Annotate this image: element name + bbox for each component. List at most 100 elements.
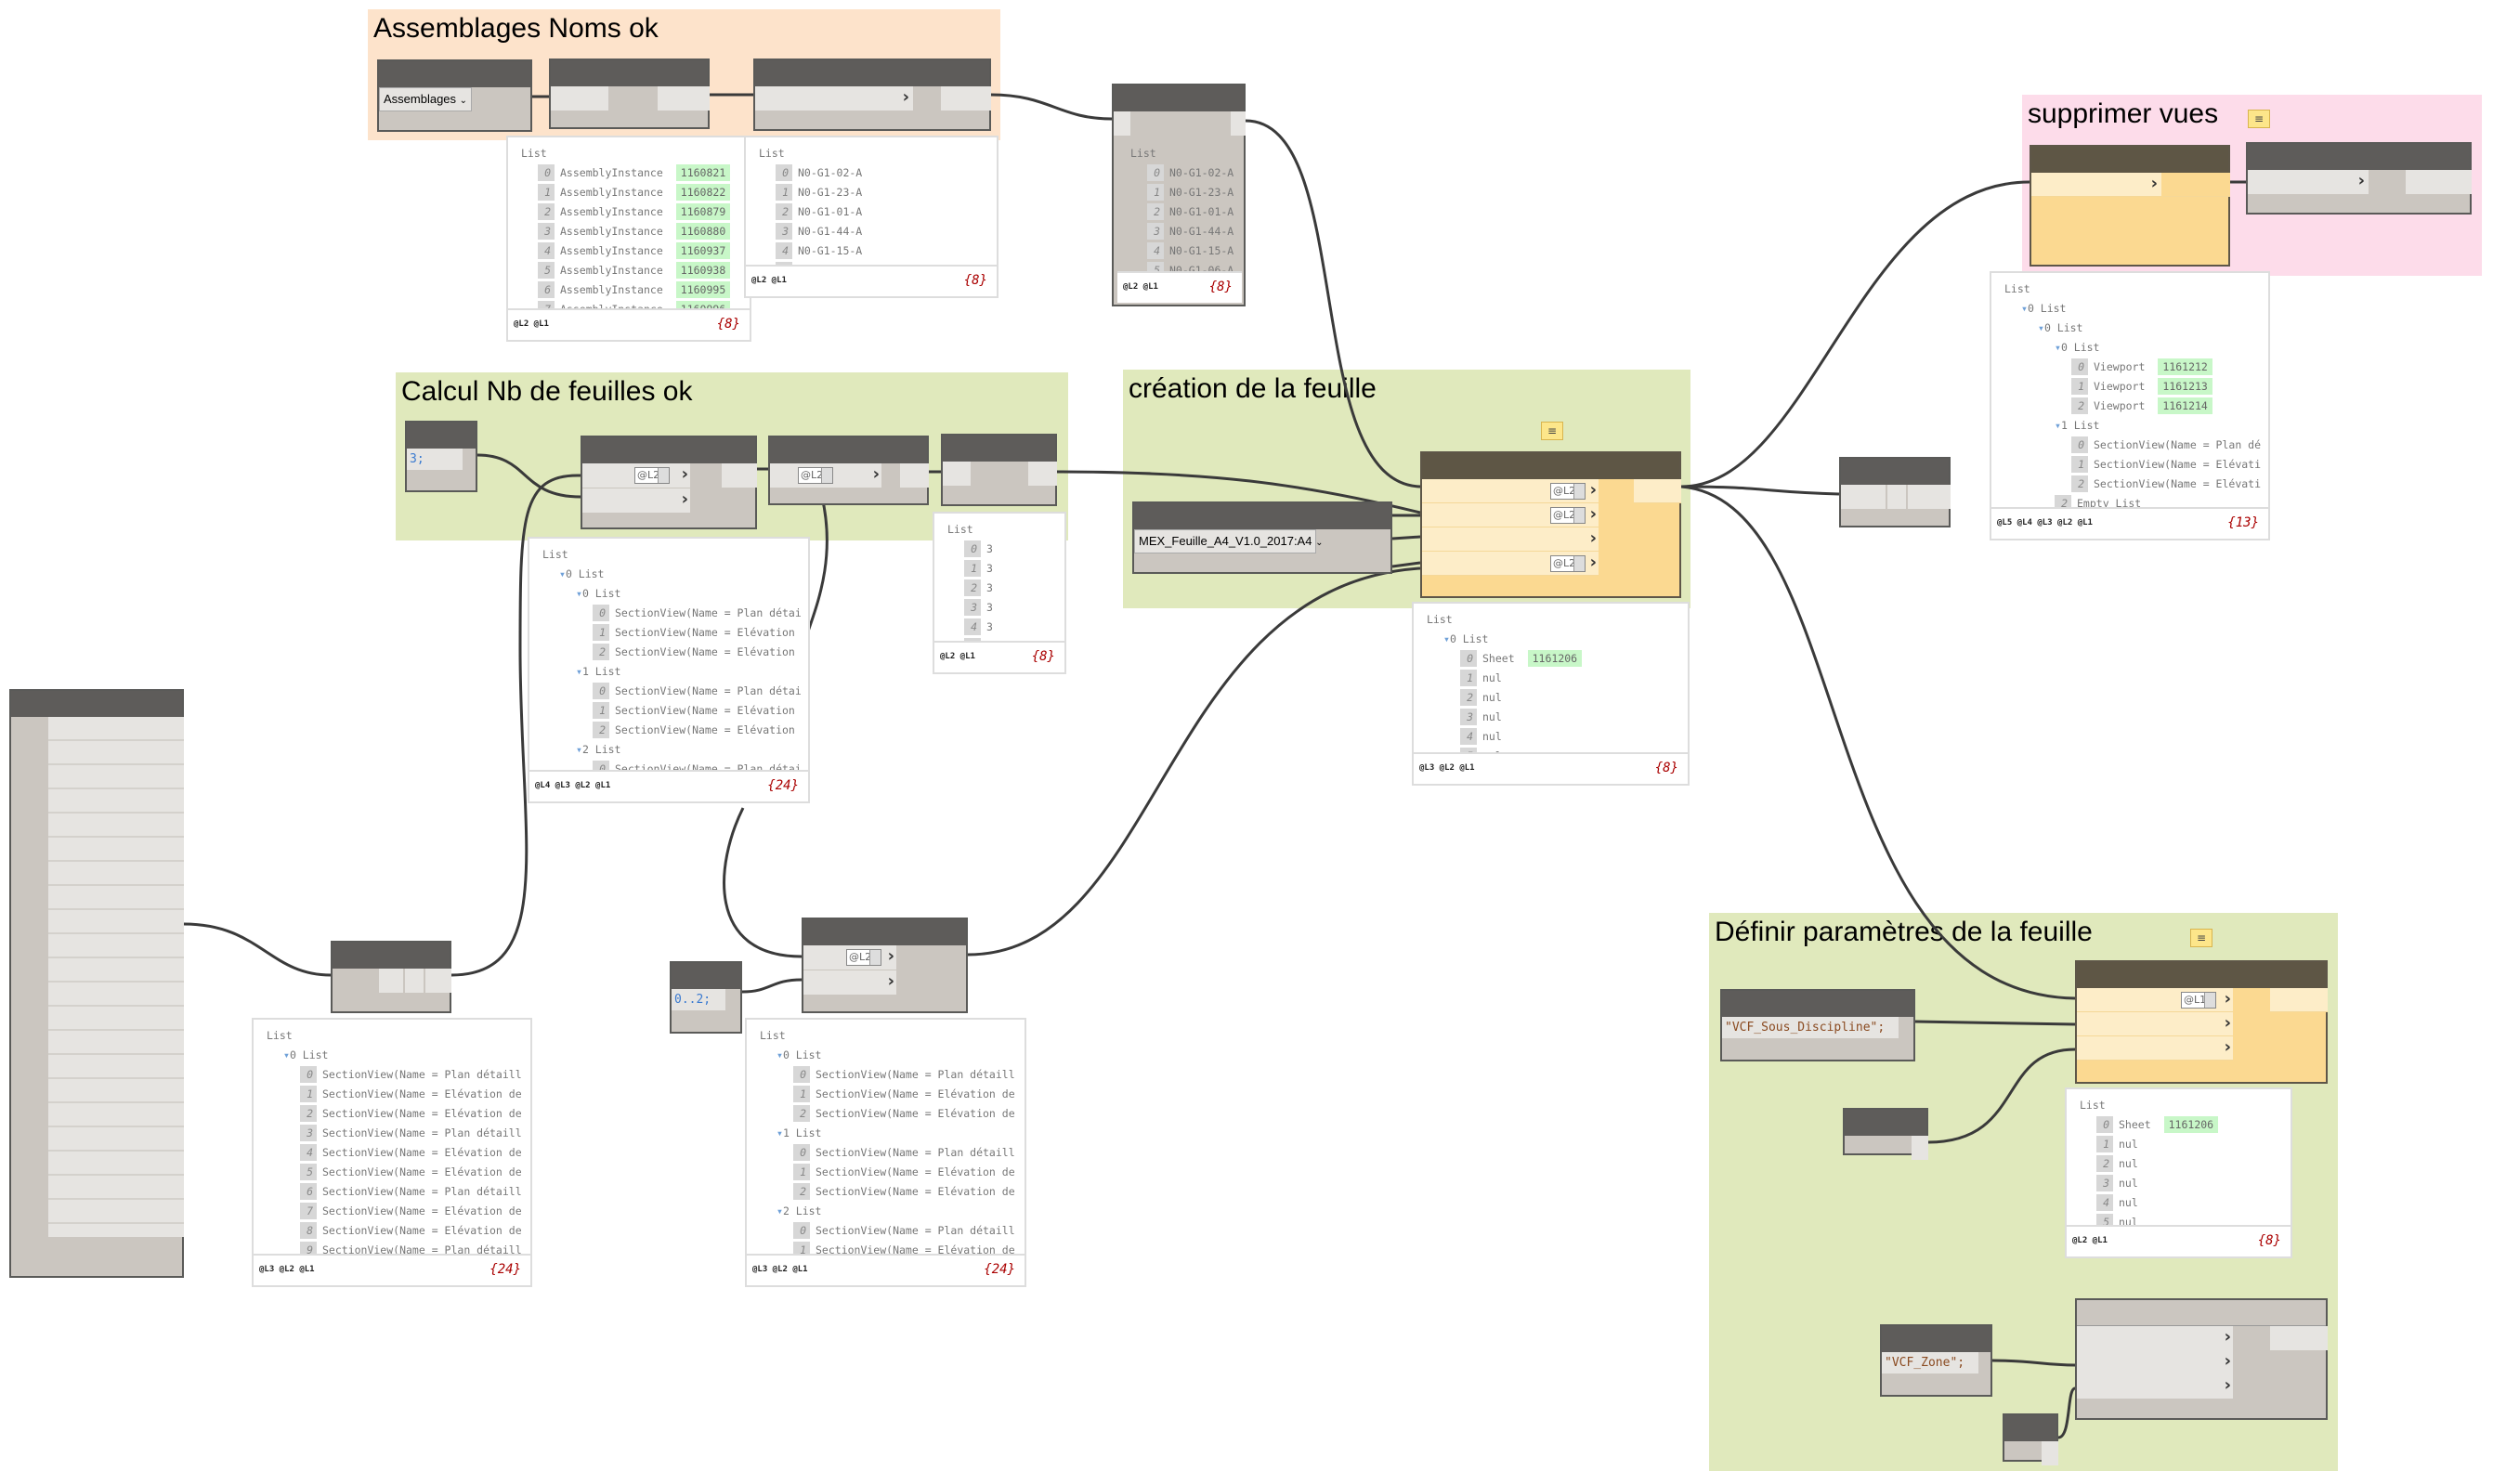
input-port[interactable] xyxy=(551,86,608,111)
output-port[interactable] xyxy=(2042,1441,2058,1465)
input-port[interactable] xyxy=(1841,485,1886,509)
node-header[interactable] xyxy=(2004,1415,2056,1441)
list-levels[interactable]: @L4 @L3 @L2 @L1 xyxy=(535,781,611,790)
assemblages-dropdown[interactable]: Assemblages ⌄ xyxy=(379,87,472,111)
list-levels[interactable]: @L2 @L1 xyxy=(2072,1236,2108,1245)
element-id-badge[interactable]: 1161212 xyxy=(2158,358,2212,375)
collapse-icon[interactable]: ▾ xyxy=(576,665,582,678)
preview-threes[interactable]: List0313233343536373@L2 @L1{8} xyxy=(933,512,1066,674)
collapse-icon[interactable]: ▾ xyxy=(2055,419,2061,432)
list-levels[interactable]: @L2 @L1 xyxy=(1123,282,1158,292)
element-id-badge[interactable]: 1160821 xyxy=(675,164,731,181)
input-port[interactable]: @L2› xyxy=(1422,479,1599,503)
comment-icon[interactable]: ≡ xyxy=(1541,422,1563,440)
node-header[interactable] xyxy=(943,436,1055,462)
input-port[interactable]: › xyxy=(755,86,913,111)
set-parameter-node[interactable]: @L1› › › xyxy=(2075,960,2328,1084)
output-port[interactable] xyxy=(1634,479,1681,503)
input-port[interactable]: › xyxy=(2248,170,2369,194)
input-port[interactable] xyxy=(379,969,403,993)
input-port[interactable] xyxy=(943,462,971,486)
lacing-stepper[interactable]: @L2 xyxy=(846,949,881,966)
sheet-type-dropdown[interactable]: MEX_Feuille_A4_V1.0_2017:A4 ⌄ xyxy=(1134,529,1323,553)
list-levels[interactable]: @L5 @L4 @L3 @L2 @L1 xyxy=(1997,518,2093,527)
code-input[interactable]: "VCF_Zone"; xyxy=(1882,1352,1978,1373)
list-levels[interactable]: @L3 @L2 @L1 xyxy=(752,1265,808,1274)
list-levels[interactable]: @L2 @L1 xyxy=(751,276,787,285)
collapse-icon[interactable]: ▾ xyxy=(777,1204,783,1217)
collapse-icon[interactable]: ▾ xyxy=(2038,321,2044,334)
element-id-badge[interactable]: 1161214 xyxy=(2158,397,2212,414)
element-id-badge[interactable]: 1160937 xyxy=(675,242,731,259)
collapse-icon[interactable]: ▾ xyxy=(576,587,582,600)
sheet-types-node[interactable]: MEX_Feuille_A4_V1.0_2017:A4 ⌄ xyxy=(1132,501,1392,574)
watch-node[interactable]: › xyxy=(2246,142,2472,215)
flatten-node[interactable] xyxy=(331,941,451,1013)
categories-node[interactable]: Assemblages ⌄ xyxy=(377,59,532,132)
output-port[interactable] xyxy=(1912,1136,1928,1160)
code-block-3[interactable]: 3; xyxy=(405,421,477,492)
node-header[interactable] xyxy=(2031,147,2228,173)
element-id-badge[interactable]: 1161206 xyxy=(2163,1116,2219,1133)
collapse-icon[interactable]: ▾ xyxy=(576,743,582,756)
node-header[interactable] xyxy=(1134,503,1390,529)
output-port[interactable] xyxy=(1231,111,1246,136)
delete-views-node[interactable]: › xyxy=(2030,145,2230,267)
output-port[interactable] xyxy=(2270,1326,2328,1350)
element-id-badge[interactable]: 1160822 xyxy=(675,184,731,201)
input-port[interactable]: › xyxy=(2077,1012,2233,1036)
output-port[interactable] xyxy=(941,86,991,111)
collapse-icon[interactable]: ▾ xyxy=(777,1048,783,1061)
preview-list[interactable]: List0Sheet11612061nul2nul3nul4nul5nul6nu… xyxy=(2067,1089,2291,1225)
node-header[interactable] xyxy=(1422,453,1679,479)
node-header[interactable] xyxy=(1845,1110,1926,1136)
element-id-badge[interactable]: 1160996 xyxy=(675,301,731,308)
input-port-lengths[interactable]: › xyxy=(582,488,690,513)
set-parameter-node-2[interactable]: › › › xyxy=(2075,1298,2328,1420)
code-input[interactable]: 3; xyxy=(407,449,463,470)
code-block-range[interactable]: 0..2; xyxy=(670,961,742,1034)
input-port[interactable]: @L1› xyxy=(2077,988,2233,1012)
node-header[interactable] xyxy=(672,963,740,989)
collapse-icon[interactable]: ▾ xyxy=(1443,632,1450,645)
lacing-stepper[interactable]: @L2 xyxy=(798,467,833,484)
output-port[interactable] xyxy=(658,86,710,111)
lacing-stepper[interactable]: @L2 xyxy=(1550,555,1586,572)
node-header[interactable] xyxy=(1841,459,1949,485)
get-name-node[interactable]: › xyxy=(753,59,991,131)
input-port[interactable]: › xyxy=(2077,1374,2233,1399)
node-header[interactable] xyxy=(582,437,755,463)
collapse-icon[interactable]: ▾ xyxy=(2021,302,2028,315)
preview-list[interactable]: List0313233343536373 xyxy=(934,514,1064,641)
port[interactable] xyxy=(1887,485,1906,509)
value-node-2[interactable] xyxy=(2003,1413,2058,1465)
element-id-badge[interactable]: 1160938 xyxy=(675,262,731,279)
preview-definir[interactable]: List0Sheet11612061nul2nul3nul4nul5nul6nu… xyxy=(2065,1087,2292,1258)
element-id-badge[interactable]: 1160880 xyxy=(675,223,731,240)
chop-node[interactable]: @L2› › xyxy=(581,436,757,529)
node-header[interactable] xyxy=(2248,144,2470,170)
collapse-icon[interactable]: ▾ xyxy=(559,567,566,580)
input-port[interactable]: › xyxy=(1422,527,1599,552)
create-sheet-node[interactable]: @L2› @L2› › @L2› xyxy=(1420,451,1681,598)
input-port[interactable]: @L2› xyxy=(803,945,896,970)
output-port[interactable] xyxy=(2406,170,2472,194)
list-levels[interactable]: @L3 @L2 @L1 xyxy=(1419,763,1475,773)
input-ports[interactable] xyxy=(48,717,184,1237)
list-levels[interactable]: @L2 @L1 xyxy=(514,319,549,329)
node-header[interactable] xyxy=(1114,85,1244,111)
